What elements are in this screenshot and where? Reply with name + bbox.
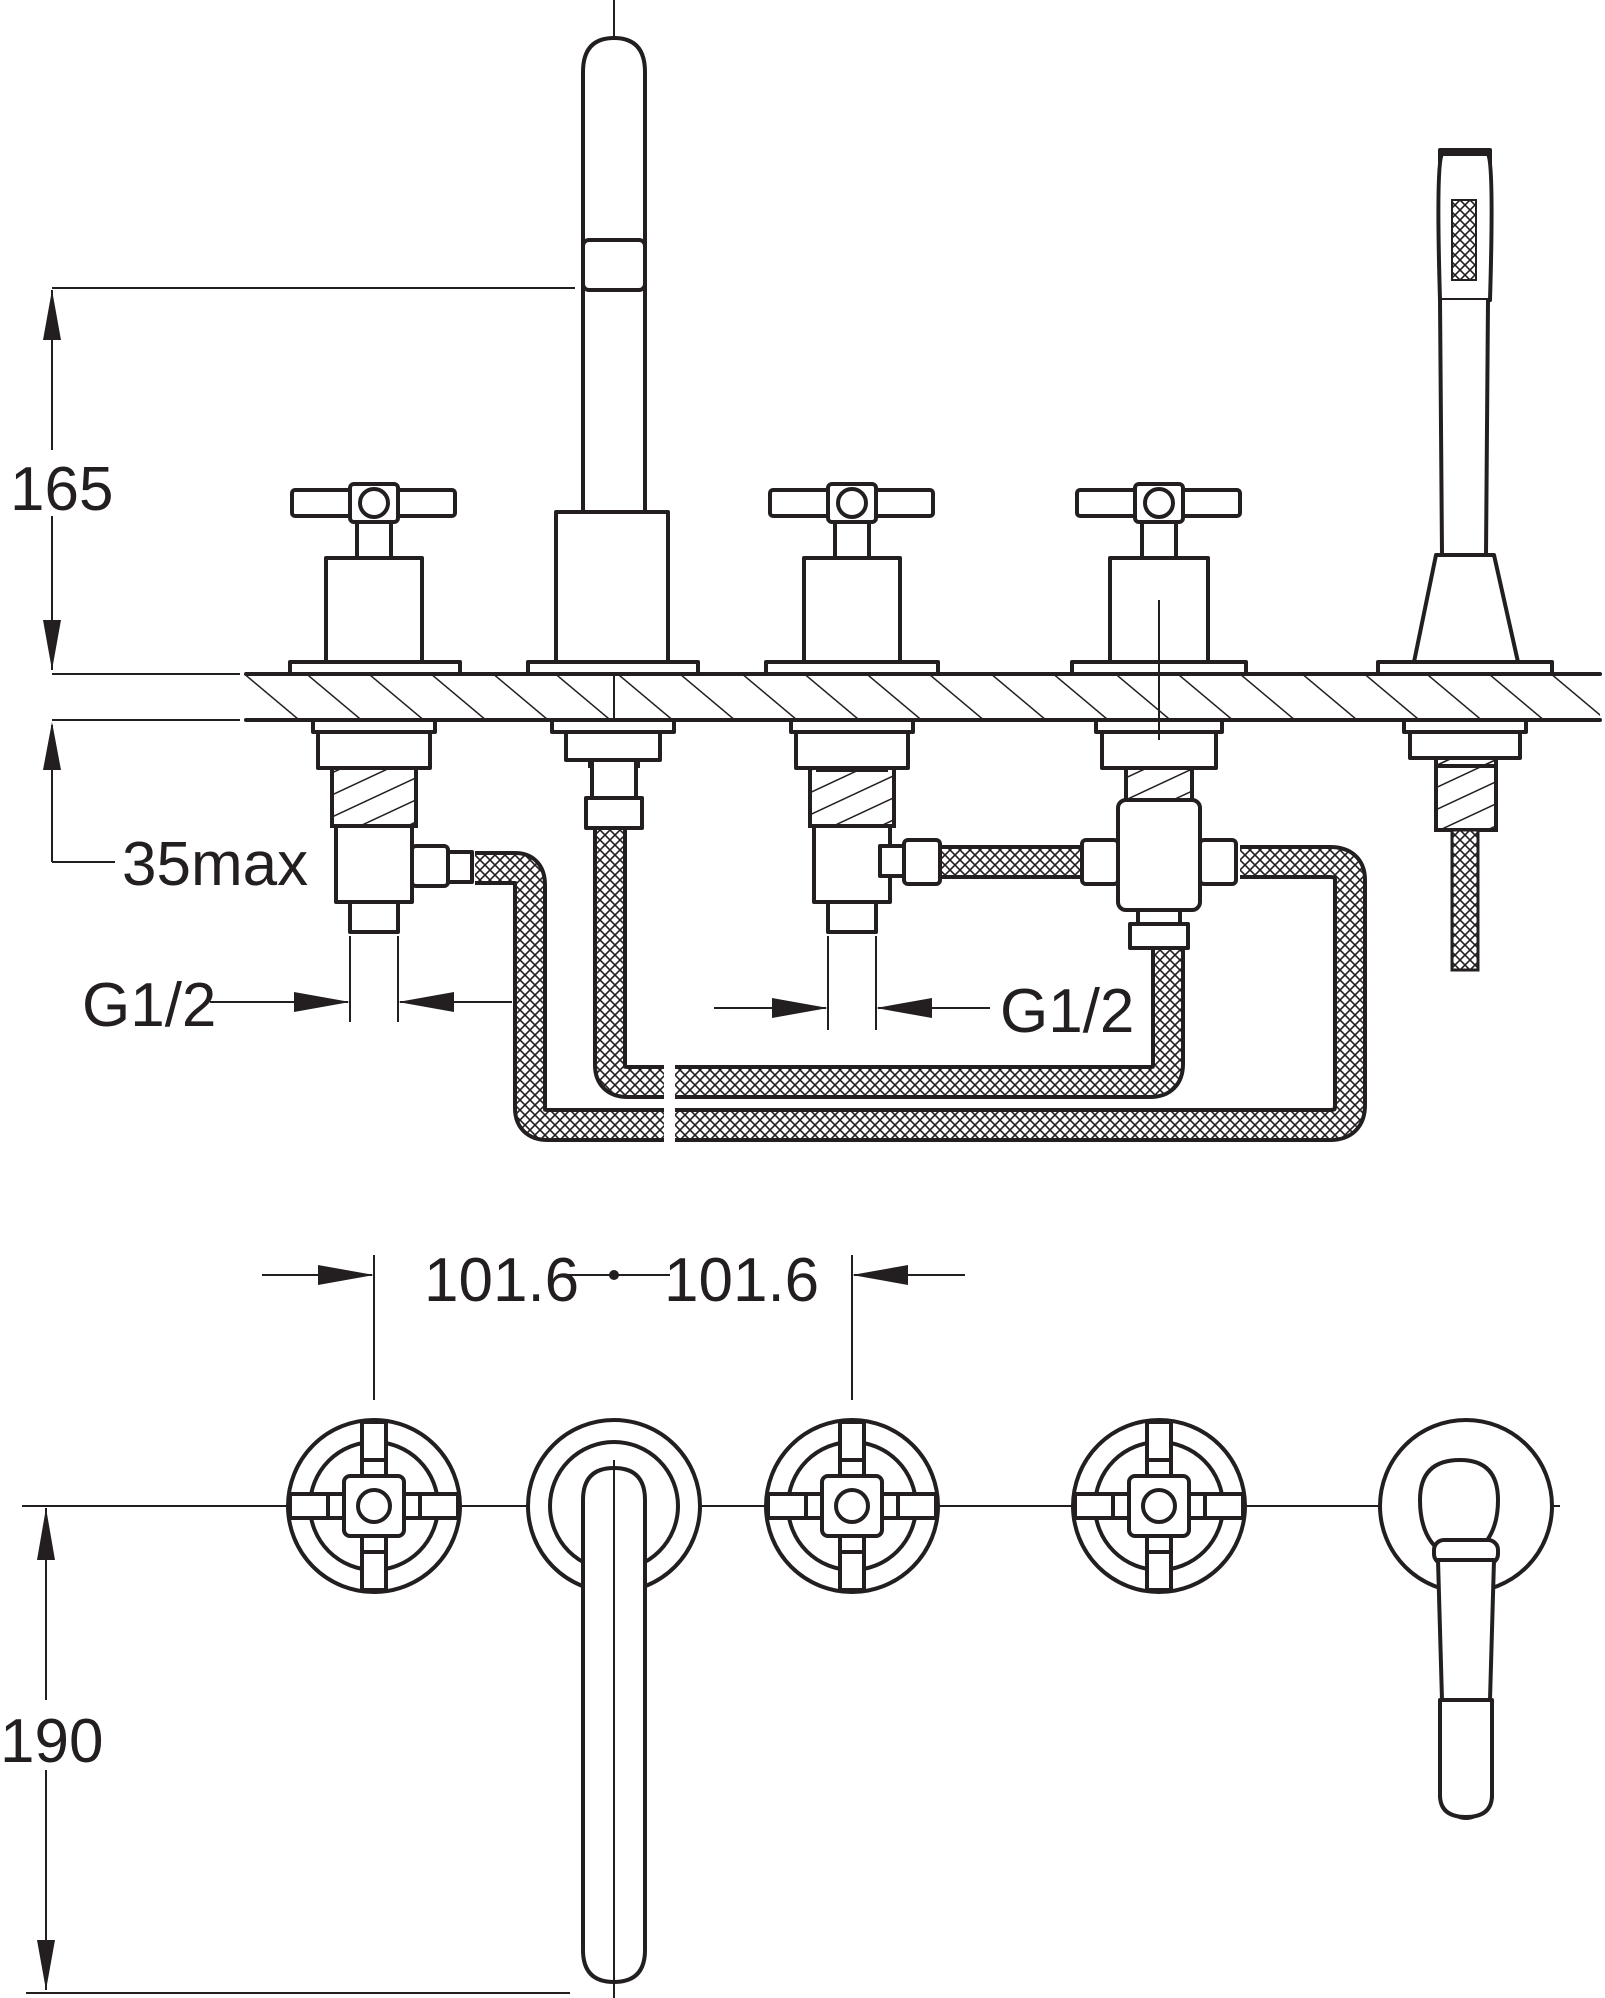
dimension-label-spacing-left: 101.6: [424, 1246, 579, 1315]
spout-plan: [526, 1418, 702, 1998]
dimension-label-165: 165: [10, 455, 113, 524]
dimension-g12-left: [210, 936, 512, 1022]
dimension-label-g12-left: G1/2: [82, 971, 216, 1040]
dimension-label-35max: 35max: [122, 830, 308, 899]
dimension-label-spacing-right: 101.6: [664, 1246, 819, 1315]
dimension-label-190: 190: [0, 1707, 103, 1776]
dim-165-mask: [8, 450, 104, 516]
right-valve-plan: [1071, 1418, 1247, 1594]
supply-hoses: [475, 830, 1367, 1142]
left-valve-elevation: [288, 482, 474, 934]
elevation-view: 165 35max G1/2 G1/2: [8, 0, 1602, 1150]
dimension-165: [43, 287, 575, 863]
dimension-g12-center: [714, 936, 990, 1030]
dimension-spacing: [262, 1255, 965, 1400]
dim-190-mask: [0, 1700, 96, 1770]
dimension-190: [26, 1505, 570, 1994]
hose-break: [664, 1060, 674, 1150]
deck-section: [244, 672, 1602, 722]
hand-shower-plan: [1378, 1418, 1554, 1820]
center-valve-plan: [764, 1418, 940, 1594]
plan-view: 101.6 101.6: [0, 1246, 1560, 1998]
center-valve-elevation: [764, 482, 942, 934]
left-valve-plan: [286, 1418, 462, 1594]
spout-elevation: [526, 36, 700, 830]
hand-shower-elevation: [1376, 148, 1554, 972]
right-valve-elevation: [1070, 482, 1248, 950]
dimension-label-g12-center: G1/2: [1000, 977, 1134, 1046]
